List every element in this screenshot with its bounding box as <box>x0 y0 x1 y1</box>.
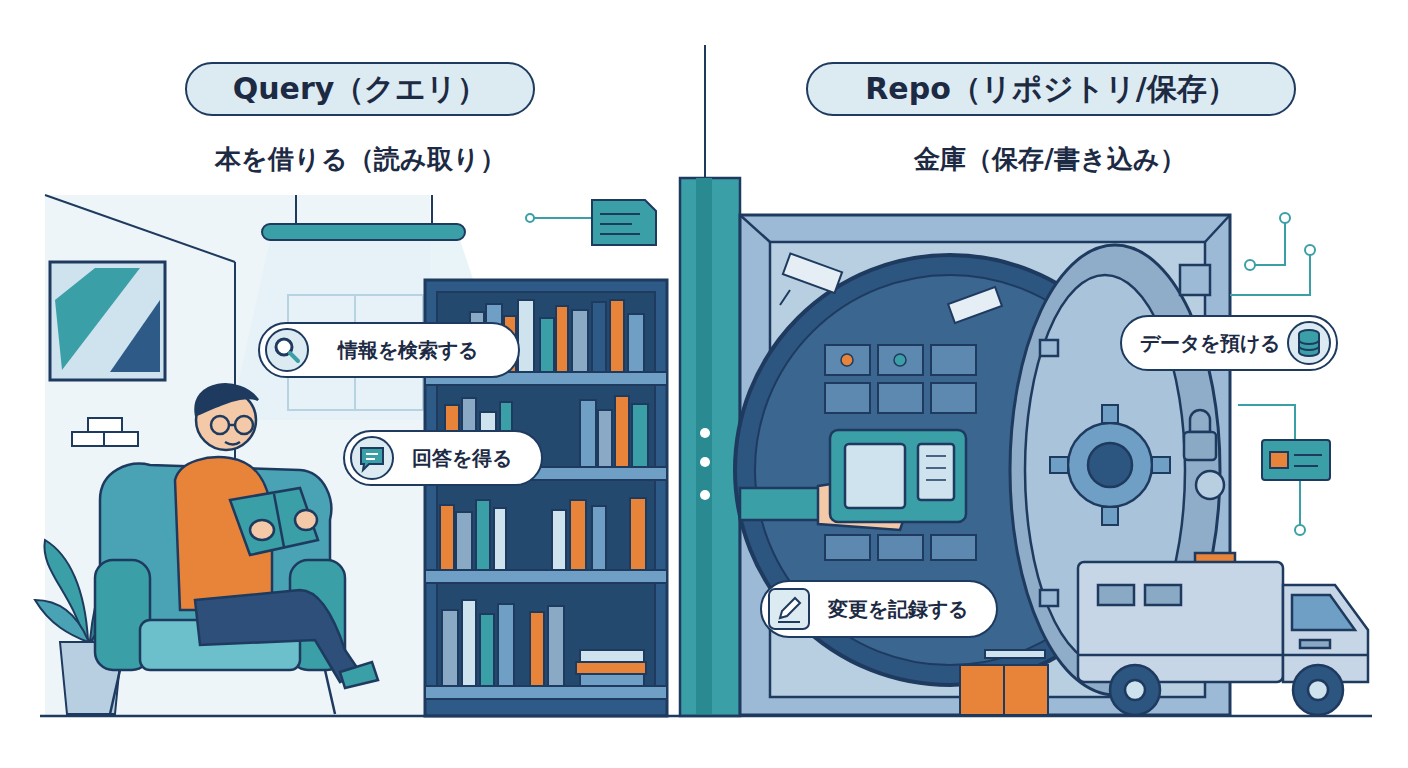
ground-line <box>40 715 1372 718</box>
chat-icon <box>349 435 395 481</box>
heading-pill: Repo（リポジトリ/保存） <box>806 62 1296 116</box>
document-card <box>526 200 656 245</box>
db-icon <box>1286 320 1332 366</box>
id-card <box>1262 440 1330 480</box>
heading-text: Query（クエリ） <box>233 69 488 110</box>
heading-text: Repo（リポジトリ/保存） <box>865 69 1237 110</box>
wall-painting <box>50 262 165 380</box>
reading-person <box>175 384 378 688</box>
wall-bricks <box>72 418 138 446</box>
circuit-lines <box>1230 213 1315 535</box>
callout-text: 回答を得る <box>395 445 529 472</box>
callout-bubble: 変更を記録する <box>760 580 998 638</box>
callout-text: 変更を記録する <box>812 596 984 623</box>
divider-line <box>704 45 706 180</box>
cardboard-box <box>960 650 1048 715</box>
callout-text: データを預ける <box>1134 330 1286 357</box>
callout-bubble: 回答を得る <box>343 430 543 486</box>
divider-pillar <box>680 178 740 716</box>
pencil-icon <box>766 586 812 632</box>
subtitle-text: 金庫（保存/書き込み） <box>914 142 1186 177</box>
callout-bubble: データを預ける <box>1120 315 1338 371</box>
search-icon <box>264 327 310 373</box>
callout-bubble: 情報を検索する <box>258 322 520 378</box>
heading-pill: Query（クエリ） <box>185 62 535 116</box>
security-camera <box>780 253 1002 323</box>
wall-edge <box>45 195 235 262</box>
subtitle-text: 本を借りる（読み取り） <box>215 142 506 177</box>
armored-truck <box>1078 553 1368 715</box>
callout-text: 情報を検索する <box>310 337 506 364</box>
hand-with-box <box>740 430 966 530</box>
